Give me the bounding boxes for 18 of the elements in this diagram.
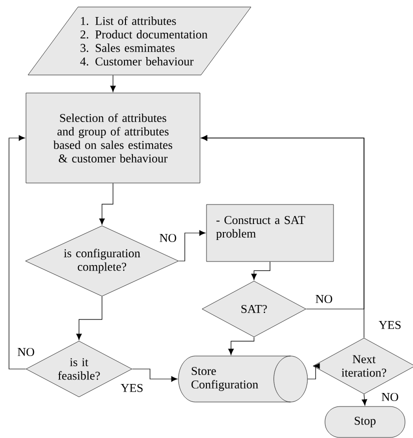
edge-label: NO — [380, 392, 400, 402]
process-box: - Construct a SAT problem — [206, 204, 334, 262]
edge-label: YES — [378, 320, 402, 330]
arrow — [362, 394, 368, 406]
arrow — [8, 135, 26, 370]
process-box: Selection of attributes and group of attributes based on sales estimates & customer behaviour — [26, 92, 200, 184]
arrow — [132, 368, 178, 382]
arrow — [99, 182, 114, 225]
input-parallelogram: 1. List of attributes 2. Product documentation 3. Sales esmimates 4. Customer behaviour — [28, 6, 252, 76]
arrow — [307, 363, 320, 380]
edge-label: NO — [158, 232, 178, 244]
edge-label: NO — [314, 294, 334, 304]
storage-cylinder: Store Configuration — [178, 356, 308, 402]
arrow — [76, 296, 102, 340]
arrow — [110, 74, 116, 92]
arrow — [228, 336, 254, 355]
arrow — [178, 230, 206, 262]
arrow — [251, 261, 270, 280]
